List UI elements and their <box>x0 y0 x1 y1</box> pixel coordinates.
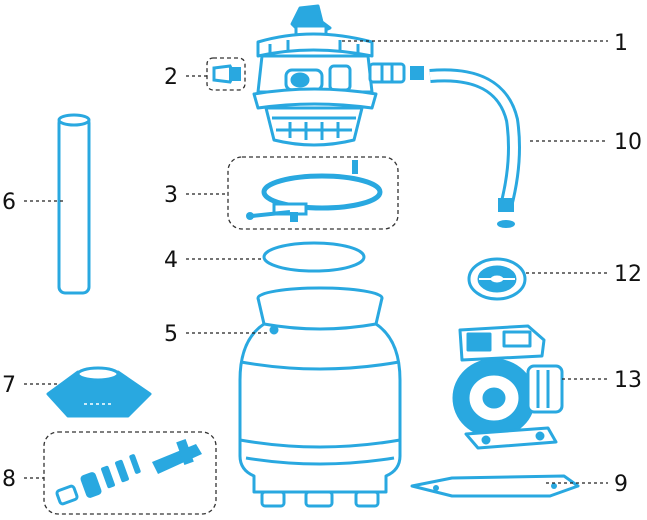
callout-4: 4 <box>164 248 178 273</box>
multiport-valve <box>252 4 406 147</box>
callout-8: 8 <box>2 467 16 492</box>
callout-1: 1 <box>614 31 628 56</box>
leader-lines <box>24 40 608 484</box>
callout-5: 5 <box>164 322 178 347</box>
fittings-kit <box>43 431 217 515</box>
pump <box>452 324 564 450</box>
base-plate <box>410 474 580 498</box>
callout-12: 12 <box>614 262 642 287</box>
o-ring <box>262 241 366 273</box>
callout-9: 9 <box>614 472 628 497</box>
filter-tank <box>238 286 402 508</box>
connection-hose <box>410 66 521 228</box>
callout-2: 2 <box>164 65 178 90</box>
callout-7: 7 <box>2 373 16 398</box>
callout-6: 6 <box>2 190 16 215</box>
drain-plug <box>206 57 246 91</box>
callout-numbers: 1 2 3 4 5 6 7 8 9 10 12 13 <box>2 31 642 497</box>
callout-10: 10 <box>614 130 642 155</box>
lateral-hub <box>46 366 152 418</box>
callout-13: 13 <box>614 368 642 393</box>
clamp-ring-assembly <box>227 156 399 230</box>
center-pipe <box>57 113 91 295</box>
callout-3: 3 <box>164 183 178 208</box>
strainer-basket <box>467 257 527 301</box>
